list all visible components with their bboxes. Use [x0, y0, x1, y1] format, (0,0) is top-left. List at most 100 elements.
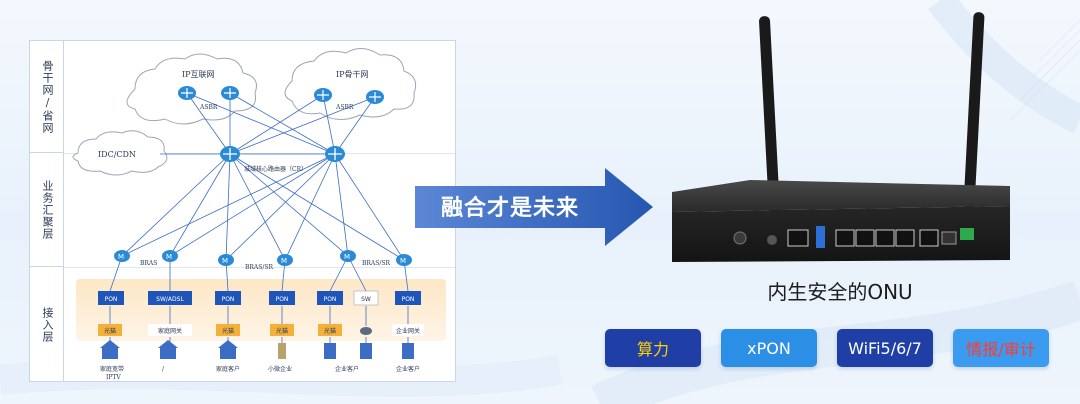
- access-node-label: PON: [222, 296, 235, 303]
- access-node: PON: [215, 291, 241, 305]
- bras-label: BRAS/SR: [245, 264, 274, 271]
- onu-device-image: [672, 12, 1010, 262]
- office-icon: [402, 343, 414, 359]
- feature-badge-wifi: WiFi5/6/7: [837, 329, 933, 367]
- house-icon: [158, 340, 178, 359]
- switch-icon: M: [114, 250, 130, 262]
- switch-icon: M: [277, 254, 293, 266]
- layer-aggregation-label: 业务汇聚层: [41, 179, 54, 240]
- router-small-icon: [360, 327, 372, 335]
- shop-icon: [278, 343, 286, 359]
- terminal-node: 家庭网关: [148, 324, 192, 336]
- access-node-label: PON: [402, 296, 415, 303]
- access-node-label: PON: [324, 296, 337, 303]
- access-node-label: PON: [105, 296, 118, 303]
- terminal-label: 企业网关: [396, 327, 420, 335]
- terminal-label: 光猫: [104, 327, 116, 335]
- feature-badge-compute: 算力: [605, 329, 701, 367]
- cloud-ip-internet-label: IP互联网: [182, 70, 215, 79]
- customer-label: /: [162, 366, 165, 373]
- cloud-ip-backbone-label: IP骨干网: [336, 70, 369, 79]
- router-icon: [314, 88, 332, 102]
- bras-switch-icons: M M M M M M: [114, 250, 412, 266]
- access-node: SW: [353, 290, 379, 306]
- terminal-node: 光猫: [216, 324, 240, 336]
- feature-badge-label: WiFi5/6/7: [848, 338, 922, 358]
- links: [109, 92, 409, 346]
- access-node-label: PON: [276, 296, 289, 303]
- terminal-label: 光猫: [276, 327, 288, 335]
- router-icon: [178, 86, 196, 100]
- front-ports: [733, 226, 974, 248]
- customer-label: 企业客户: [396, 365, 420, 373]
- layer-access: 接入层: [30, 267, 64, 383]
- layer-access-label: 接入层: [41, 307, 54, 343]
- asbr-label: ASBR: [199, 104, 218, 111]
- core-router-icon: [325, 146, 345, 162]
- access-node: PON: [269, 291, 295, 305]
- svg-text:M: M: [222, 257, 228, 265]
- core-router-label: 城域核心路由器（CR）: [244, 165, 307, 173]
- router-icon: [366, 90, 384, 104]
- layer-backbone-label: 骨干网/省网: [41, 59, 54, 134]
- row-divider: [64, 267, 455, 268]
- svg-text:M: M: [118, 253, 124, 261]
- customer-icons: [100, 340, 414, 359]
- feature-badge-intel-audit: 情报/审计: [953, 329, 1049, 367]
- feature-badge-xpon: xPON: [721, 329, 817, 367]
- terminal-node: 企业网关: [392, 324, 424, 336]
- feature-badge-label: 算力: [636, 340, 669, 359]
- product-title: 内生安全的ONU: [767, 280, 913, 304]
- feature-badge-label: xPON: [747, 338, 791, 358]
- bras-label: BRAS: [140, 260, 157, 267]
- access-node: PON: [98, 291, 124, 305]
- cloud-idc: [72, 130, 168, 176]
- network-diagram: 骨干网/省网 业务汇聚层 接入层 IP互联网 IP骨干网 IDC/CDN: [29, 40, 456, 382]
- svg-text:M: M: [166, 253, 172, 261]
- bras-label: BRAS/SR: [362, 260, 391, 267]
- terminal-label: 家庭网关: [158, 327, 182, 335]
- customer-label: 家庭宽带: [100, 365, 124, 373]
- access-node: SW/ADSL: [148, 291, 192, 305]
- office-icon: [324, 343, 336, 359]
- layer-backbone: 骨干网/省网: [30, 41, 64, 153]
- router-icon: [221, 86, 239, 100]
- access-band: [76, 279, 446, 341]
- row-divider: [64, 153, 455, 154]
- arrow-banner: [415, 168, 653, 246]
- svg-text:M: M: [281, 257, 287, 265]
- house-icon: [218, 340, 238, 359]
- topology-svg: IP互联网 IP骨干网 IDC/CDN: [72, 48, 424, 381]
- switch-icon: M: [162, 250, 178, 262]
- svg-text:M: M: [400, 257, 406, 265]
- customer-label: 企业客户: [335, 365, 359, 373]
- terminal-label: 光猫: [222, 327, 234, 335]
- access-node: PON: [395, 291, 421, 305]
- switch-icon: M: [396, 254, 412, 266]
- asbr-label: ASBR: [335, 104, 354, 111]
- cloud-idc-label: IDC/CDN: [98, 150, 136, 159]
- access-node-label: SW/ADSL: [156, 296, 184, 303]
- antenna-left: [759, 16, 780, 216]
- access-node: PON: [317, 291, 343, 305]
- house-icon: [100, 340, 120, 359]
- terminal-label: 光猫: [324, 327, 336, 335]
- terminal-node: 光猫: [98, 324, 122, 336]
- core-router-icon: [220, 146, 240, 162]
- arrow-banner-text: 融合才是未来: [440, 196, 579, 221]
- terminal-node: 光猫: [270, 324, 294, 336]
- terminal-node: 光猫: [318, 324, 342, 336]
- layer-column: 骨干网/省网 业务汇聚层 接入层: [30, 41, 64, 381]
- cloud-ip-backbone: [284, 48, 417, 120]
- svg-text:M: M: [344, 253, 350, 261]
- feature-badge-label: 情报/审计: [966, 340, 1036, 359]
- access-node-label: SW: [361, 296, 371, 303]
- switch-icon: M: [340, 250, 356, 262]
- layer-aggregation: 业务汇聚层: [30, 153, 64, 267]
- customer-label: 小微企业: [268, 365, 292, 373]
- antenna-right: [962, 12, 985, 228]
- switch-icon: M: [218, 254, 234, 266]
- office-icon: [360, 343, 372, 359]
- customer-label: IPTV: [106, 374, 121, 381]
- customer-label: 家庭客户: [216, 365, 240, 373]
